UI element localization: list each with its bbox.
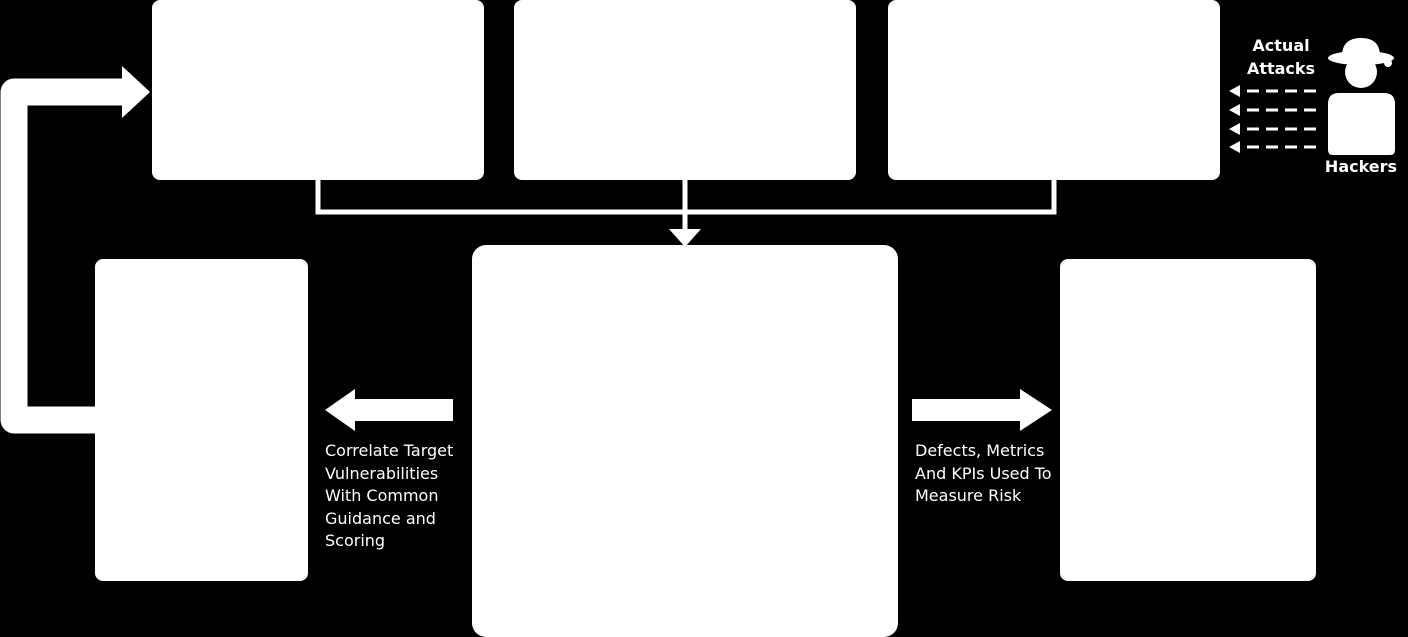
left-arrow-shaft (353, 399, 453, 421)
center-drop-arrowhead (669, 229, 701, 247)
bottom-left-box (95, 259, 308, 581)
right-caption-line: Measure Risk (915, 486, 1022, 505)
top-right-box (888, 0, 1220, 180)
attacks-label-line: Attacks (1246, 59, 1316, 78)
actual-attacks-label: Actual Attacks (1242, 34, 1320, 80)
left-caption-line: With Common (325, 486, 439, 505)
hackers-label: Hackers (1324, 157, 1398, 176)
attacks-label-line: Actual (1252, 36, 1310, 55)
right-caption-line: And KPIs Used To (915, 463, 1052, 483)
right-arrow-shaft (912, 399, 1022, 421)
left-arrow-head (325, 389, 355, 431)
left-arrow-caption: Correlate Target Vulnerabilities With Co… (325, 440, 453, 553)
left-caption-line: Vulnerabilities (325, 463, 439, 483)
attack-arrows (1229, 85, 1316, 153)
top-middle-box (514, 0, 856, 180)
bottom-right-box (1060, 259, 1316, 581)
feedback-loop-arrow (0, 78, 128, 434)
feedback-loop-arrowhead (122, 66, 150, 118)
right-caption-line: Defects, Metrics (915, 441, 1045, 460)
right-arrow-caption: Defects, Metrics And KPIs Used To Measur… (915, 440, 1052, 508)
left-caption-line: Scoring (325, 531, 386, 550)
left-caption-line: Correlate Target (325, 441, 454, 460)
left-caption-line: Guidance and (325, 508, 436, 528)
center-box (472, 245, 898, 637)
hacker-icon (1328, 38, 1395, 155)
top-left-box (152, 0, 484, 180)
right-arrow-head (1020, 389, 1052, 431)
